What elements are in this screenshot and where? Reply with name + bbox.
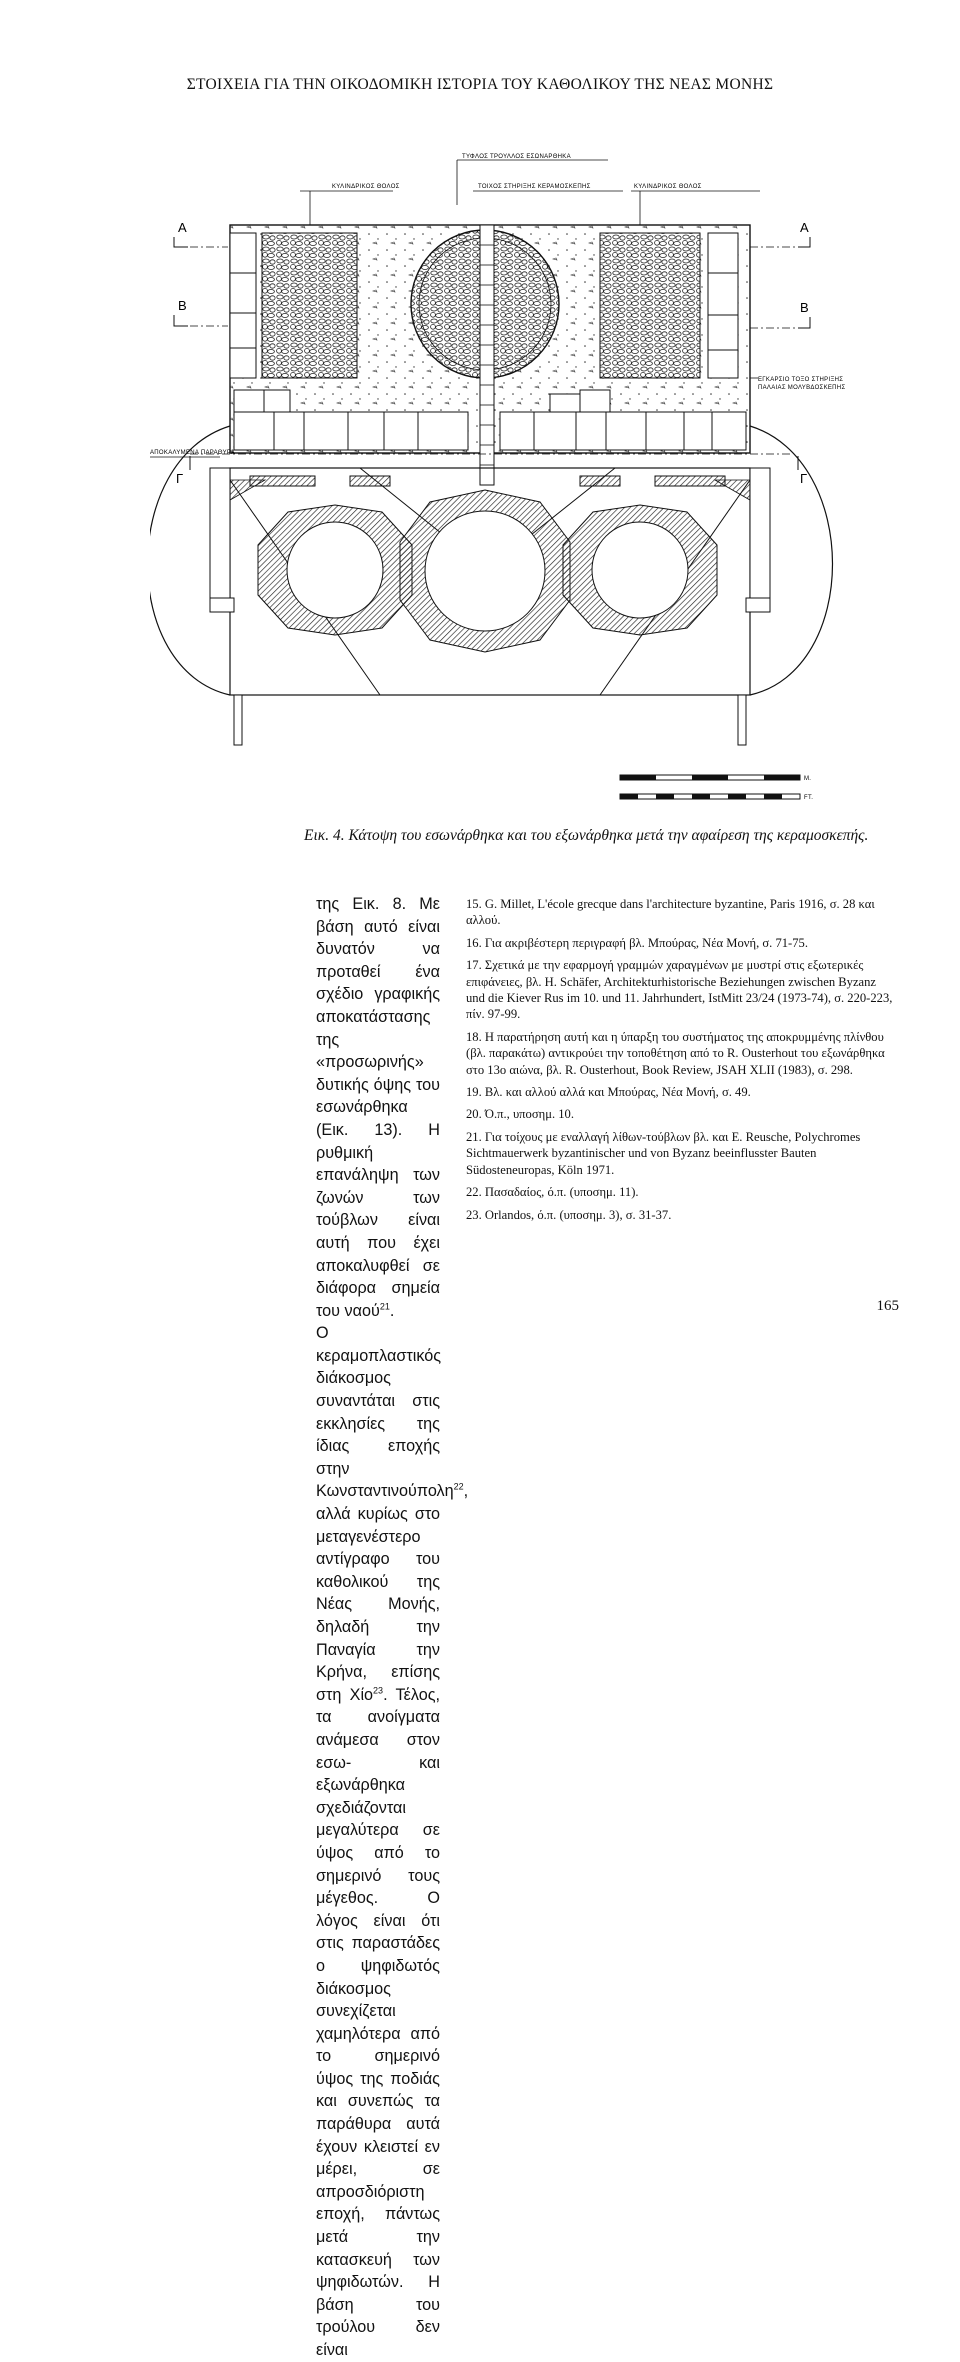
section-g-right: Γ	[800, 471, 807, 486]
main-text-column: της Εικ. 8. Με βάση αυτό είναι δυνατόν ν…	[316, 893, 468, 2362]
section-a-left: A	[178, 220, 187, 235]
section-a-right: A	[800, 220, 809, 235]
footnote-23: 23. Orlandos, ό.π. (υποσημ. 3), σ. 31-37…	[466, 1207, 672, 1222]
label-toichos: ΤΟΙΧΟΣ ΣΤΗΡΙΞΗΣ ΚΕΡΑΜΟΣΚΕΠΗΣ	[478, 184, 591, 190]
figure-caption: Εικ. 4. Κάτοψη του εσωνάρθηκα και του εξ…	[304, 827, 869, 844]
section-b-left: B	[178, 298, 187, 313]
label-kylindrikos-right: ΚΥΛΙΝΔΡΙΚΟΣ ΘΟΛΟΣ	[634, 184, 702, 190]
paragraph-1-end: .	[389, 1301, 395, 1320]
footnote-18: 18. Η παρατήρηση αυτή και η ύπαρξη του σ…	[466, 1029, 885, 1077]
footnote-15: 15. G. Millet, L'école grecque dans l'ar…	[466, 897, 875, 928]
scale-bar: M. FT.	[619, 774, 813, 801]
label-egkarsio-2: ΠΑΛΑΙΑΣ ΜΟΛΥΒΔΟΣΚΕΠΗΣ	[758, 385, 845, 391]
scale-unit-m: M.	[804, 776, 811, 782]
paragraph-1: της Εικ. 8. Με βάση αυτό είναι δυνατόν ν…	[316, 893, 440, 1322]
footnote-ref-23[interactable]: 23	[373, 1685, 384, 1696]
scale-unit-ft: FT.	[804, 795, 813, 801]
footnotes: 15. G. Millet, L'école grecque dans l'ar…	[466, 896, 898, 1229]
footnote-17: 17. Σχετικά με την εφαρμογή γραμμών χαρα…	[466, 958, 893, 1022]
plan-figure: ΤΥΦΛΟΣ ΤΡΟΥΛΛΟΣ ΕΣΩΝΑΡΘΗΚΑ ΚΥΛΙΝΔΡΙΚΟΣ Θ…	[147, 150, 890, 820]
footnote-19: 19. Βλ. και αλλού αλλά και Μπούρας, Νέα …	[466, 1085, 751, 1100]
footnote-ref-22[interactable]: 22	[453, 1482, 464, 1493]
page-number: 165	[876, 1298, 900, 1314]
label-egkarsio-1: ΕΓΚΑΡΣΙΟ ΤΟΞΟ ΣΤΗΡΙΞΗΣ	[758, 377, 843, 383]
paragraph-2-a: Ο κεραμοπλαστικός διάκοσμος συναντάται σ…	[316, 1324, 454, 1501]
paragraph-2: Ο κεραμοπλαστικός διάκοσμος συναντάται σ…	[316, 1322, 468, 2361]
paragraph-1-text: της Εικ. 8. Με βάση αυτό είναι δυνατόν ν…	[316, 895, 440, 1320]
footnote-22: 22. Πασαδαίος, ό.π. (υποσημ. 11).	[466, 1185, 639, 1200]
footnote-21: 21. Για τοίχους με εναλλαγή λίθων-τούβλω…	[466, 1129, 861, 1177]
section-g-left: Γ	[176, 471, 183, 486]
footnote-ref-21[interactable]: 21	[379, 1301, 390, 1312]
footnote-20: 20. Ό.π., υποσημ. 10.	[466, 1107, 574, 1122]
section-b-right: B	[800, 300, 809, 315]
footnote-16: 16. Για ακριβέστερη περιγραφή βλ. Μπούρα…	[466, 935, 808, 950]
label-kylindrikos-left: ΚΥΛΙΝΔΡΙΚΟΣ ΘΟΛΟΣ	[332, 184, 400, 190]
running-header: ΣΤΟΙΧΕΙΑ ΓΙΑ ΤΗΝ ΟΙΚΟΔΟΜΙΚΗ ΙΣΤΟΡΙΑ ΤΟΥ …	[186, 76, 774, 93]
paragraph-2-c: . Τέλος, τα ανοίγματα ανάμεσα στον εσω- …	[316, 1685, 440, 2359]
label-apokalymena: ΑΠΟΚΑΛΥΜΕΝΑ ΠΑΡΑΘΥΡΑ	[150, 450, 235, 456]
paragraph-2-b: , αλλά κυρίως στο μεταγενέστερο αντίγραφ…	[316, 1482, 469, 1704]
label-tyflos: ΤΥΦΛΟΣ ΤΡΟΥΛΛΟΣ ΕΣΩΝΑΡΘΗΚΑ	[462, 154, 571, 160]
